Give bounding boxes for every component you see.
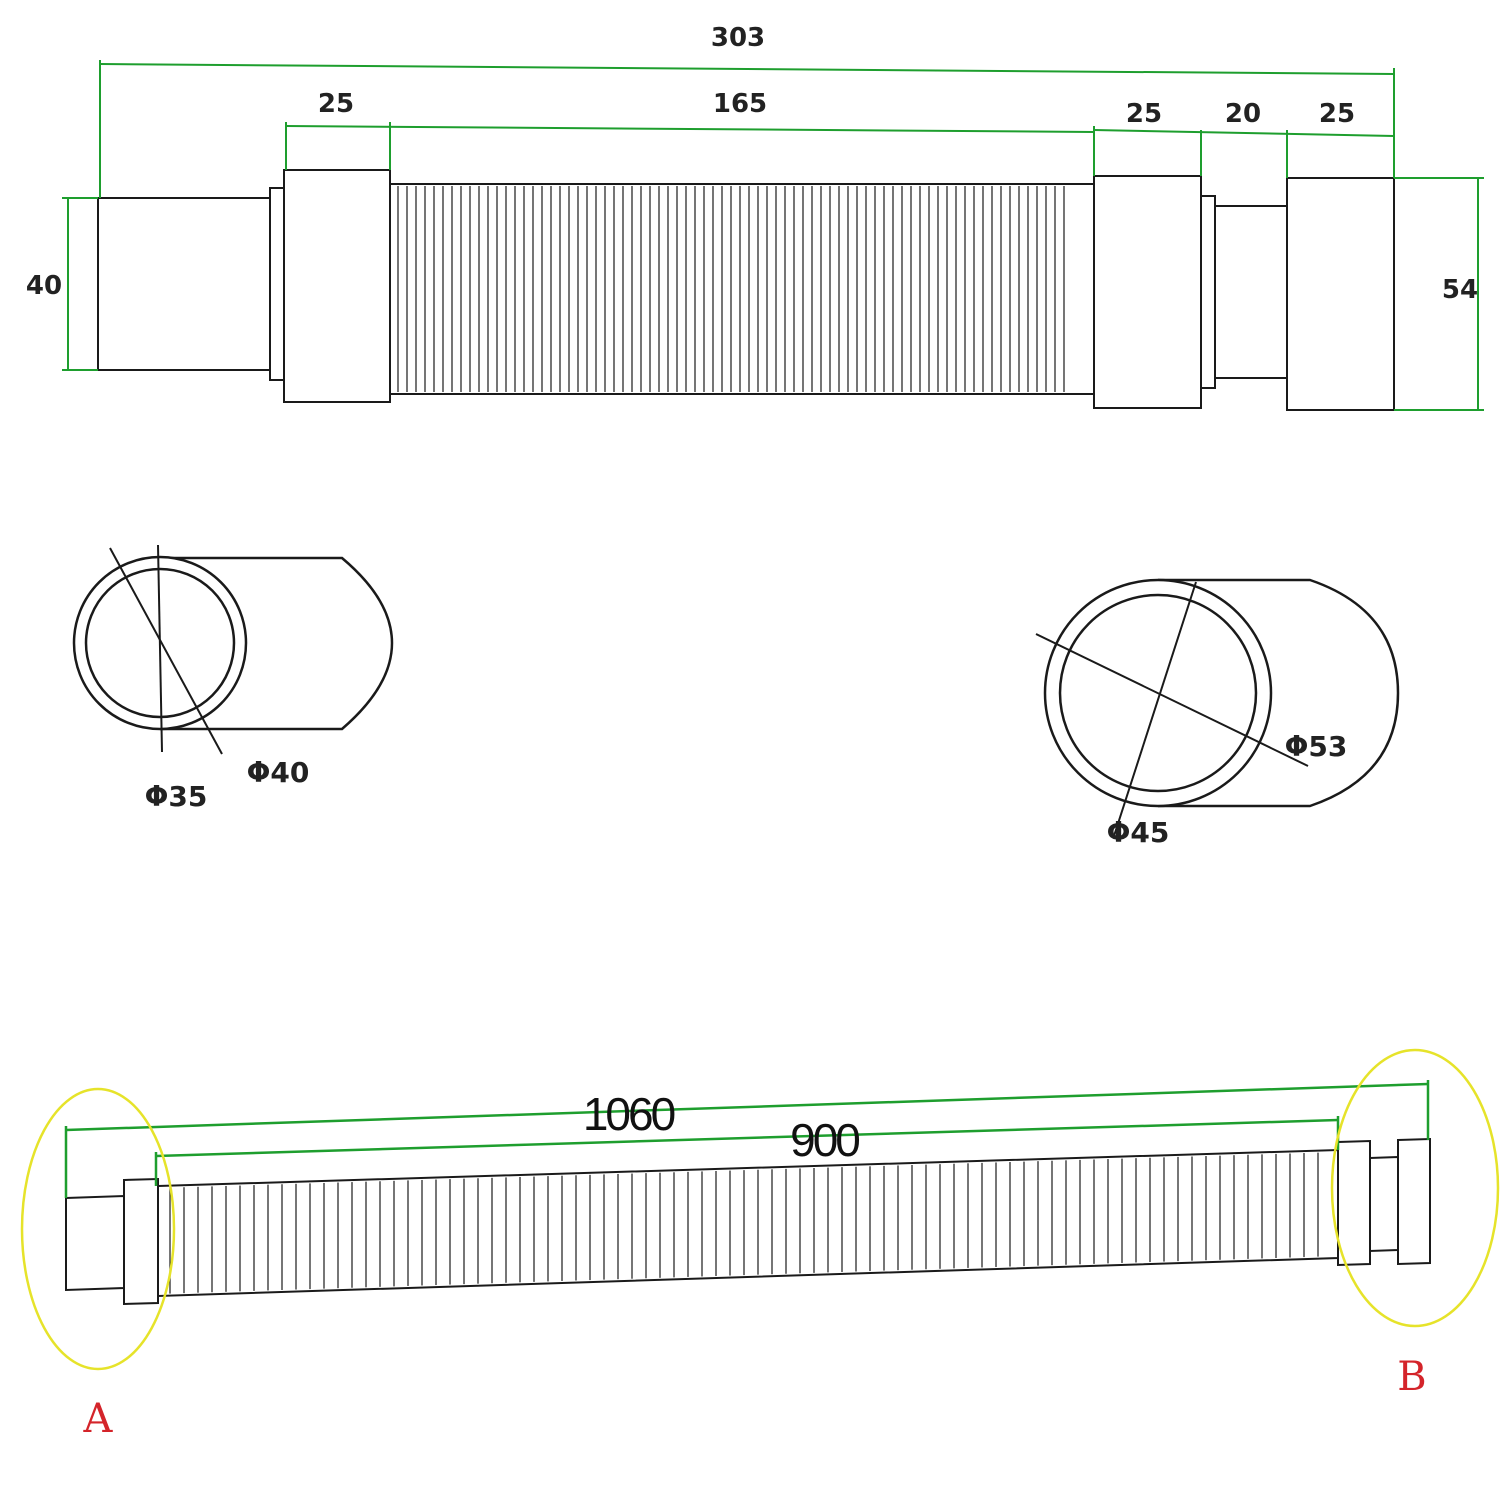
- dim-end-cap: 25: [1319, 99, 1355, 129]
- ext-right-collar: [1337, 1139, 1371, 1267]
- ext-corrugated-hose: [157, 1148, 1339, 1298]
- end-cap: [1286, 177, 1395, 411]
- dim-spigot: 20: [1225, 99, 1261, 129]
- left-collar: [283, 169, 391, 403]
- dim-left-collar: 25: [318, 89, 354, 119]
- right-collar: [1093, 175, 1202, 409]
- callout-b-circle: [1330, 1048, 1500, 1328]
- extended-view: [65, 1137, 1431, 1306]
- hose-ribs: [397, 186, 1065, 392]
- right-end-view: [1035, 578, 1400, 837]
- top-view: [97, 169, 1395, 411]
- dim-right-collar: 25: [1126, 99, 1162, 129]
- ext-left-collar: [123, 1177, 159, 1306]
- left-end-view: [72, 544, 394, 755]
- right-outer-diameter: Φ53: [1285, 730, 1348, 763]
- ext-left-spigot: [65, 1194, 125, 1292]
- top-view-dimensions: [62, 60, 1484, 411]
- left-ring: [269, 187, 285, 381]
- dim-height-left: 40: [26, 271, 62, 301]
- corrugated-hose: [389, 183, 1095, 395]
- right-ring: [1200, 195, 1216, 389]
- left-outer-diameter: Φ40: [247, 756, 310, 789]
- marker-b: B: [1397, 1354, 1426, 1400]
- ext-hose-ribs: [169, 1152, 1319, 1294]
- marker-a: A: [83, 1396, 114, 1442]
- dim-height-right: 54: [1442, 275, 1478, 305]
- dim-corrugated: 165: [713, 89, 767, 119]
- ext-right-spigot: [1369, 1155, 1399, 1253]
- dim-overall-length: 303: [711, 23, 765, 53]
- left-inner-diameter: Φ35: [145, 780, 208, 813]
- right-inner-diameter: Φ45: [1107, 816, 1170, 849]
- left-spigot: [97, 197, 271, 371]
- ext-overall-length: 1060: [583, 1088, 675, 1140]
- callout-a-circle: [20, 1087, 176, 1371]
- callout-circles: [20, 1048, 1500, 1371]
- extended-dimensions: [64, 1080, 1430, 1198]
- ext-end-cap: [1397, 1137, 1431, 1266]
- ext-hose-length: 900: [790, 1114, 859, 1166]
